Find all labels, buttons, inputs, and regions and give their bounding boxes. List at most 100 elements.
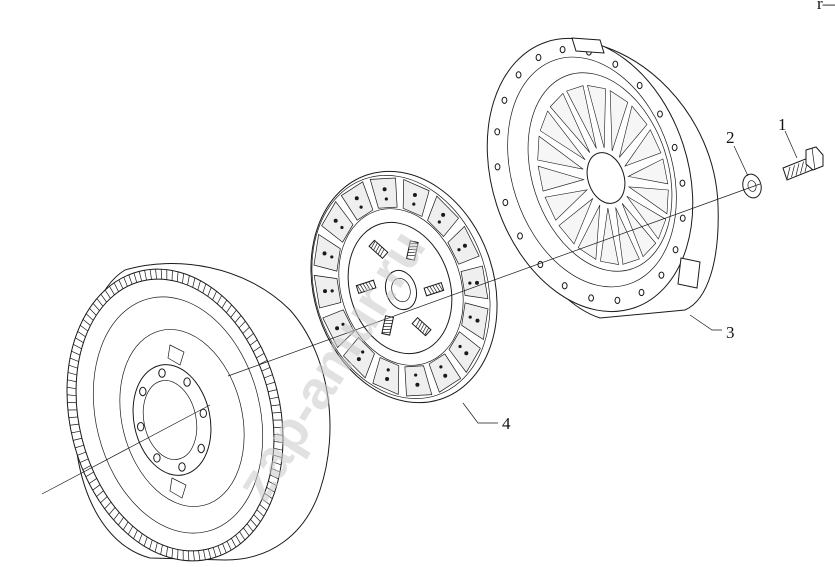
hub-hole [199, 408, 208, 419]
diaphragm-finger [558, 197, 594, 245]
diaphragm-finger [615, 207, 640, 265]
gear-tooth [88, 478, 97, 484]
bolt-thread [786, 159, 809, 180]
leader-lines [227, 130, 798, 424]
gear-tooth [82, 465, 91, 471]
gear-tooth [92, 484, 101, 491]
gear-tooth [239, 531, 246, 541]
gear-tooth [143, 536, 148, 547]
friction-segment [402, 179, 430, 217]
gear-tooth [273, 447, 283, 451]
callout-3: 3 [726, 323, 735, 342]
gear-tooth [253, 514, 261, 522]
gear-tooth [127, 525, 134, 535]
bolt [782, 146, 824, 181]
gear-tooth [171, 548, 174, 559]
gear-tooth [66, 386, 77, 390]
gear-tooth [235, 534, 241, 544]
damper-spring [423, 282, 445, 297]
cover-hole [614, 296, 621, 304]
gear-tooth [100, 496, 108, 504]
friction-segments [313, 177, 489, 397]
friction-segment [340, 181, 374, 221]
friction-segment [460, 265, 489, 300]
gear-tooth [192, 277, 196, 288]
gear-tooth [269, 396, 279, 400]
gear-tooth [256, 352, 265, 359]
cover-hole [535, 53, 542, 62]
diaphragm-finger [537, 135, 584, 170]
gear-tooth [261, 367, 271, 372]
gear-tooth [253, 346, 262, 352]
gear-tooth [246, 523, 254, 532]
gear-tooth [100, 293, 107, 303]
rivet [441, 212, 446, 217]
gear-tooth [79, 458, 89, 463]
gear-tooth [133, 272, 138, 283]
gear-tooth [256, 509, 265, 517]
damper-spring [368, 239, 389, 260]
diaphragm-finger [619, 105, 648, 158]
gear-tooth [138, 271, 142, 282]
friction-segment [372, 357, 400, 395]
flywheel-ring-gear [66, 269, 284, 561]
rivet [414, 373, 418, 377]
gear-tooth [165, 546, 168, 557]
gear-tooth [73, 437, 82, 441]
rivet [361, 350, 365, 354]
diaphragm-finger [544, 189, 588, 221]
diaphragm-finger [566, 85, 597, 149]
callout-2: 2 [726, 128, 735, 147]
rivet [468, 315, 472, 319]
friction-segment [428, 353, 462, 393]
rivet [356, 357, 361, 362]
gear-tooth [113, 512, 120, 521]
flywheel-bolt-holes [136, 368, 208, 472]
diaphragm-finger [626, 195, 667, 240]
gear-tooth [197, 280, 201, 291]
cover-hole [612, 60, 619, 68]
rivet [323, 289, 328, 294]
friction-segment [461, 302, 489, 341]
damper-spring [411, 316, 432, 337]
rivet [415, 382, 420, 387]
friction-segment [369, 177, 398, 209]
diaphragm-finger [587, 85, 606, 149]
callout-4: 4 [502, 414, 511, 433]
diaphragm-finger [627, 158, 669, 185]
gear-tooth [259, 504, 268, 511]
diaphragm-finger [577, 204, 601, 260]
gear-tooth [272, 412, 282, 414]
rivet [335, 326, 340, 331]
cover-hole [638, 288, 645, 297]
pressure-plate [486, 37, 719, 319]
washer [742, 173, 762, 199]
friction-segment [313, 274, 342, 309]
diaphragm-finger [609, 90, 629, 152]
gear-tooth [160, 269, 163, 280]
gear-tooth [69, 423, 79, 426]
gear-tooth [89, 308, 97, 316]
gear-tooth [269, 474, 279, 480]
gear-tooth [80, 324, 89, 332]
rivet [386, 368, 390, 372]
gear-tooth [198, 550, 201, 561]
gear-tooth [67, 379, 77, 383]
damper-spring [355, 279, 377, 294]
clutch-disc [310, 170, 498, 404]
gear-tooth [138, 533, 143, 543]
cover-mounting-holes [494, 46, 686, 304]
cover-hole [671, 143, 678, 152]
gear-tooth [273, 454, 283, 458]
gear-tooth [182, 273, 185, 284]
gear-tooth [266, 487, 275, 493]
rivet [330, 289, 334, 293]
gear-tooth [212, 547, 217, 558]
gear-tooth [68, 416, 78, 418]
gear-tooth [77, 331, 86, 338]
gear-tooth [118, 517, 124, 526]
rivet [340, 225, 344, 230]
cover-hole [494, 128, 501, 136]
hub-hole [153, 453, 161, 463]
